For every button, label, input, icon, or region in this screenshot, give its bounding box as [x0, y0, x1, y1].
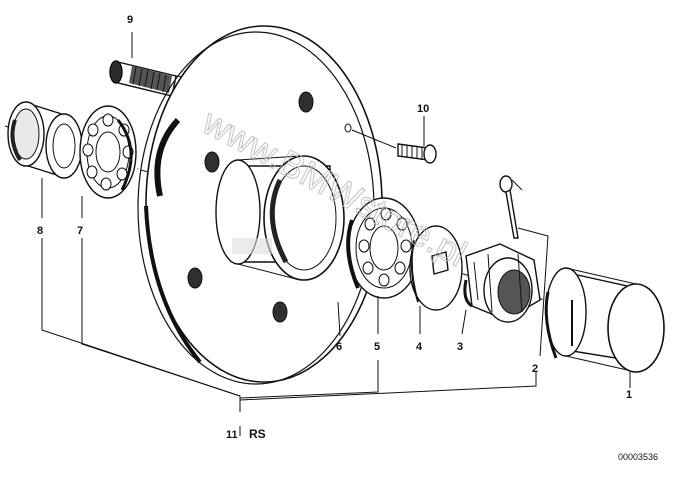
callout-11: 11 [226, 429, 238, 441]
callout-9: 9 [127, 14, 133, 26]
callout-5: 5 [374, 341, 380, 353]
callout-2: 2 [532, 363, 538, 375]
thrust-washer [409, 225, 463, 311]
outer-tapered-bearing [79, 105, 137, 199]
outer-bearing-race [7, 101, 83, 179]
callout-4: 4 [416, 341, 423, 353]
callout-1: 1 [626, 389, 632, 401]
cotter-pin [499, 175, 523, 239]
castle-nut [463, 243, 541, 323]
grub-screw [351, 129, 437, 164]
leader-lines [41, 32, 631, 412]
callout-rs: RS [249, 427, 266, 441]
grease-cap [544, 267, 665, 373]
callout-8: 8 [37, 225, 43, 237]
callout-10: 10 [417, 103, 429, 115]
inner-tapered-bearing [346, 197, 421, 299]
callout-3: 3 [457, 341, 463, 353]
wheel-bolt [109, 60, 209, 97]
brake-disc-hub [137, 25, 383, 385]
callout-7: 7 [77, 225, 83, 237]
callout-6: 6 [336, 341, 342, 353]
drawing-number: 00003536 [618, 452, 658, 462]
